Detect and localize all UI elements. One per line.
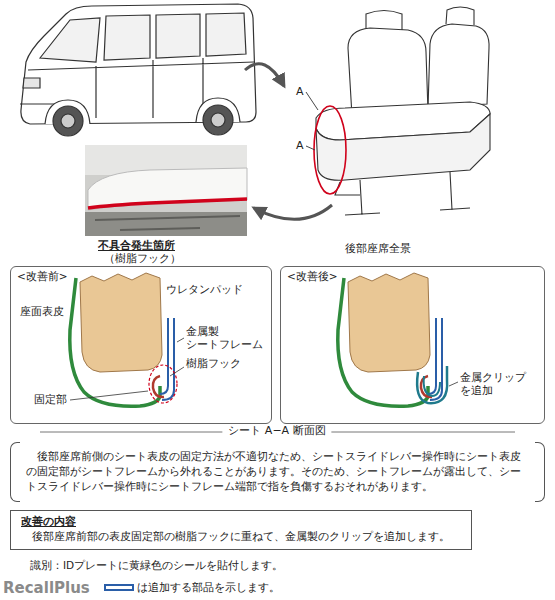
cross-section-after: [348, 273, 430, 372]
legend-swatch: [104, 584, 134, 591]
cross-section-after: [428, 318, 436, 394]
rear-seat-illustration: [306, 7, 490, 215]
cross-section-before: [153, 376, 164, 397]
rear-seat-illustration: [366, 11, 402, 31]
cross-section-before: [160, 318, 168, 394]
pointer-arrow: [245, 64, 284, 86]
rear-seat-illustration: [314, 106, 346, 194]
van-illustration: [61, 114, 75, 128]
seat-photo: [85, 145, 247, 236]
part-name: 固定部: [34, 394, 67, 407]
part-name: ウレタンパッド: [166, 284, 243, 297]
van-illustration: [23, 78, 40, 88]
cross-section-after: [338, 273, 458, 406]
part-name: 金属製 シートフレーム: [186, 326, 268, 351]
cross-section-before: [70, 338, 184, 400]
cross-section-before: [70, 278, 160, 406]
rear-seat-illustration: [348, 28, 428, 116]
defect-part: （樹脂フック）: [104, 252, 181, 264]
bracket: [10, 442, 20, 502]
seat-photo: [85, 212, 247, 236]
pointer-arrow: [254, 205, 332, 219]
panel-heading: <改善後>: [287, 270, 538, 284]
figure-caption: シート A−A 断面図: [222, 425, 331, 438]
van-illustration: [40, 18, 100, 62]
part-name: 座面表皮: [20, 306, 64, 319]
seat-photo: [88, 168, 247, 210]
view-title: 後部座席全景: [345, 243, 411, 256]
van-illustration: [203, 105, 233, 135]
cross-section-before: [80, 273, 162, 372]
section-marker: A: [296, 140, 304, 153]
cross-section-after: [424, 376, 440, 396]
improvement-box: 改善の内容後部座席前部の表皮固定部の樹脂フックに重ねて、金属製のクリップを追加し…: [10, 510, 472, 550]
cross-section-after: [338, 278, 428, 406]
part-name: 樹脂フック: [186, 358, 241, 371]
seat-photo: [88, 199, 247, 208]
rear-seat-illustration: [428, 24, 489, 108]
rear-seat-illustration: [306, 92, 318, 150]
van-illustration: [53, 106, 83, 136]
identification-note: 識別：IDプレートに黄緑色のシールを貼付します。: [30, 559, 283, 571]
van-illustration: [156, 14, 200, 58]
note-box: 後部座席前側のシート表皮の固定方法が不適切なため、シートスライドレバー操作時にシ…: [10, 442, 545, 502]
cross-section-before: [149, 365, 177, 403]
defect-location: 不具合発生箇所: [98, 240, 175, 253]
bracket: [535, 442, 545, 502]
watermark: RecallPlus: [3, 580, 90, 597]
box-heading: 改善の内容: [21, 515, 461, 529]
van-illustration: [206, 13, 246, 56]
part-name: 金属クリップ を追加: [460, 372, 532, 397]
cross-section-after: [449, 382, 458, 386]
van-illustration: [20, 4, 256, 136]
cross-section-before: [162, 318, 174, 400]
box-body: 後部座席前部の表皮固定部の樹脂フックに重ねて、金属製のクリップを追加します。: [21, 529, 461, 544]
rear-seat-illustration: [446, 7, 474, 25]
seat-photo: [95, 216, 240, 230]
seat-photo: [85, 145, 247, 236]
section-marker: A: [296, 86, 304, 99]
note-text: 後部座席前側のシート表皮の固定方法が不適切なため、シートスライドレバー操作時にシ…: [26, 449, 529, 495]
legend-text: は追加する部品を示します。: [137, 581, 280, 594]
rear-seat-illustration: [335, 172, 470, 215]
van-illustration: [211, 113, 225, 127]
legend-row: は追加する部品を示します。: [104, 581, 280, 594]
cross-section-after: [417, 366, 447, 403]
comparison-panel: <改善後>: [280, 266, 545, 424]
van-illustration: [104, 15, 150, 60]
panel-heading: <改善前>: [17, 270, 265, 284]
